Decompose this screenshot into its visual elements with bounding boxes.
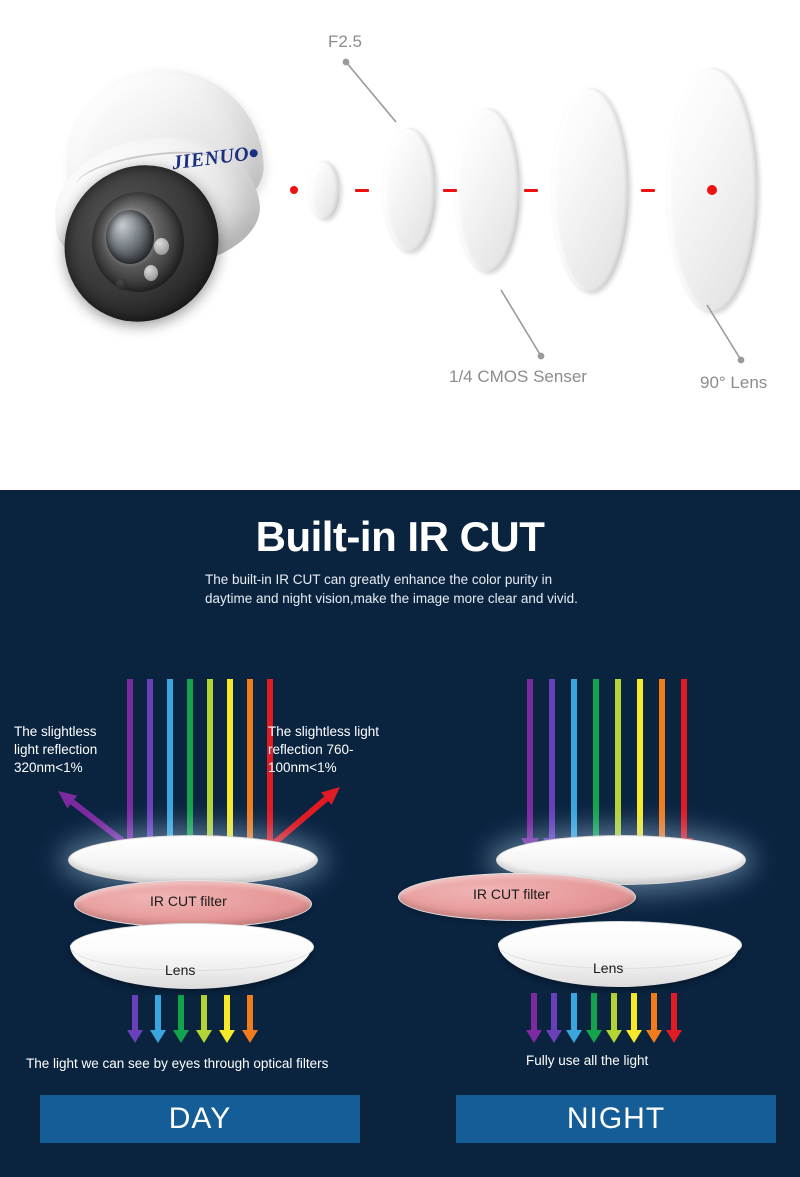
logo-dot-icon (249, 148, 259, 158)
light-beam-arrowhead (606, 1030, 622, 1043)
day-protective-glass (68, 835, 318, 885)
night-protective-glass (496, 835, 746, 885)
page-subtitle: The built-in IR CUT can greatly enhance … (205, 572, 578, 607)
light-beam-arrowhead (666, 1030, 682, 1043)
reflected-light-arrowhead (321, 787, 340, 805)
day-note-left: The slightless light reflection 320nm<1% (14, 724, 98, 776)
light-beam-arrowhead (196, 1030, 212, 1043)
light-beam-arrowhead (219, 1030, 235, 1043)
lens-3 (455, 108, 520, 272)
light-beam-arrowhead (173, 1030, 189, 1043)
day-lens-label: Lens (165, 962, 196, 978)
night-caption: Fully use all the light (526, 1053, 649, 1068)
light-beam-arrowhead (646, 1030, 662, 1043)
optics-callout-label: F2.5 (328, 32, 363, 51)
camera-ir-led (154, 238, 169, 255)
optical-axis-mark (641, 189, 655, 192)
light-beam-arrowhead (242, 1030, 258, 1043)
reflected-light-ray (270, 796, 329, 848)
ircut-feature-section: Built-in IR CUT The built-in IR CUT can … (0, 490, 800, 1177)
night-ir-cut-filter (398, 873, 636, 921)
day-mode-panel: The slightless light reflection 320nm<1%… (0, 675, 400, 1177)
day-caption: The light we can see by eyes through opt… (26, 1056, 329, 1071)
night-lens-label: Lens (593, 960, 624, 976)
lens-1 (309, 161, 340, 219)
day-ir-cut-filter (74, 880, 312, 928)
aperture-dot (290, 186, 298, 194)
light-beam-arrowhead (127, 1030, 143, 1043)
light-beam-arrowhead (150, 1030, 166, 1043)
light-beam-arrowhead (546, 1030, 562, 1043)
light-beam-arrowhead (566, 1030, 582, 1043)
ircut-header: Built-in IR CUT The built-in IR CUT can … (0, 513, 800, 609)
reflected-light-ray (70, 799, 130, 848)
camera-lens-element (106, 210, 154, 264)
camera-ir-led (144, 265, 158, 281)
optical-axis-mark (355, 189, 369, 192)
light-beam-arrowhead (586, 1030, 602, 1043)
lens-2 (383, 128, 436, 252)
night-ir-cut-filter-label: IR CUT filter (473, 886, 550, 902)
day-lens-top (70, 923, 314, 971)
light-beam-arrowhead (526, 1030, 542, 1043)
optics-callout-label: 90° Lens (700, 373, 768, 392)
optics-callout-label: 1/4 CMOS Senser (449, 367, 587, 386)
camera-light-sensor (116, 278, 127, 290)
day-note-right: The slightless light reflection 760- 100… (268, 724, 380, 776)
optical-axis-mark (524, 189, 538, 192)
night-mode-panel: IR CUT filter Lens Fully use all the lig… (398, 675, 800, 1177)
reflected-light-arrowhead (58, 791, 78, 809)
day-mode-button[interactable]: DAY (40, 1095, 360, 1143)
page-title: Built-in IR CUT (255, 513, 545, 560)
lens-4 (552, 88, 629, 292)
light-beam-arrowhead (626, 1030, 642, 1043)
optics-diagram-section: JIENUO F2.5 1/4 CMOS Senser 90° Lens (0, 0, 800, 490)
night-mode-button[interactable]: NIGHT (456, 1095, 776, 1143)
focus-point-dot (707, 185, 717, 195)
night-lens-top (498, 921, 742, 969)
dome-camera-illustration: JIENUO (47, 62, 288, 334)
day-ir-cut-filter-label: IR CUT filter (150, 893, 227, 909)
optical-axis-mark (443, 189, 457, 192)
